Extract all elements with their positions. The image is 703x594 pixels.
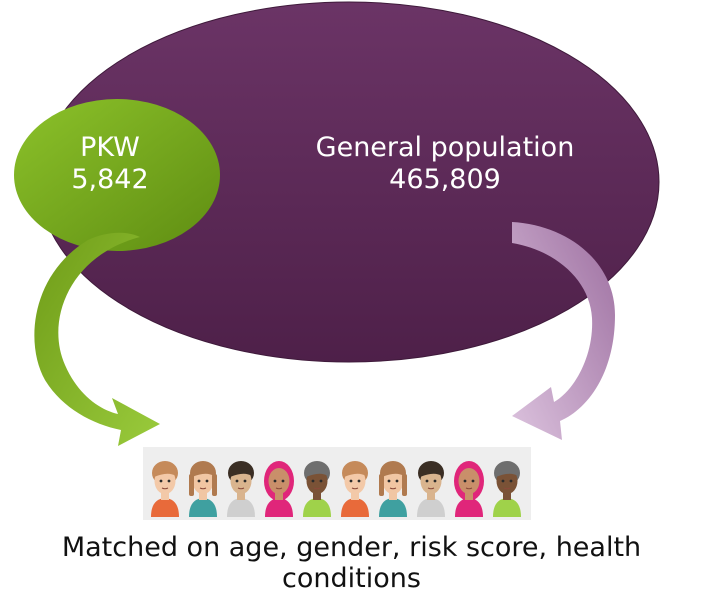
pkw-name: PKW xyxy=(80,132,140,163)
man-face-icon xyxy=(493,461,521,517)
pkw-curved-arrow xyxy=(34,232,160,446)
hijab-woman-face-icon xyxy=(454,461,484,517)
pkw-count: 5,842 xyxy=(71,164,149,196)
pkw-label: PKW 5,842 xyxy=(45,132,175,197)
man-face-icon xyxy=(417,461,445,517)
woman-face-icon xyxy=(379,461,407,517)
general-population-count: 465,809 xyxy=(389,164,501,196)
caption: Matched on age, gender, risk score, heal… xyxy=(61,532,642,594)
woman-face-icon xyxy=(189,461,217,517)
man-face-icon xyxy=(151,461,179,517)
hijab-woman-face-icon xyxy=(264,461,294,517)
general-population-label: General population 465,809 xyxy=(300,132,590,197)
man-face-icon xyxy=(303,461,331,517)
matched-people-strip xyxy=(143,447,531,520)
general-population-name: General population xyxy=(315,132,575,163)
pkw-ellipse xyxy=(14,99,220,251)
general-curved-arrow xyxy=(512,222,615,440)
man-face-icon xyxy=(227,461,255,517)
man-face-icon xyxy=(341,461,369,517)
